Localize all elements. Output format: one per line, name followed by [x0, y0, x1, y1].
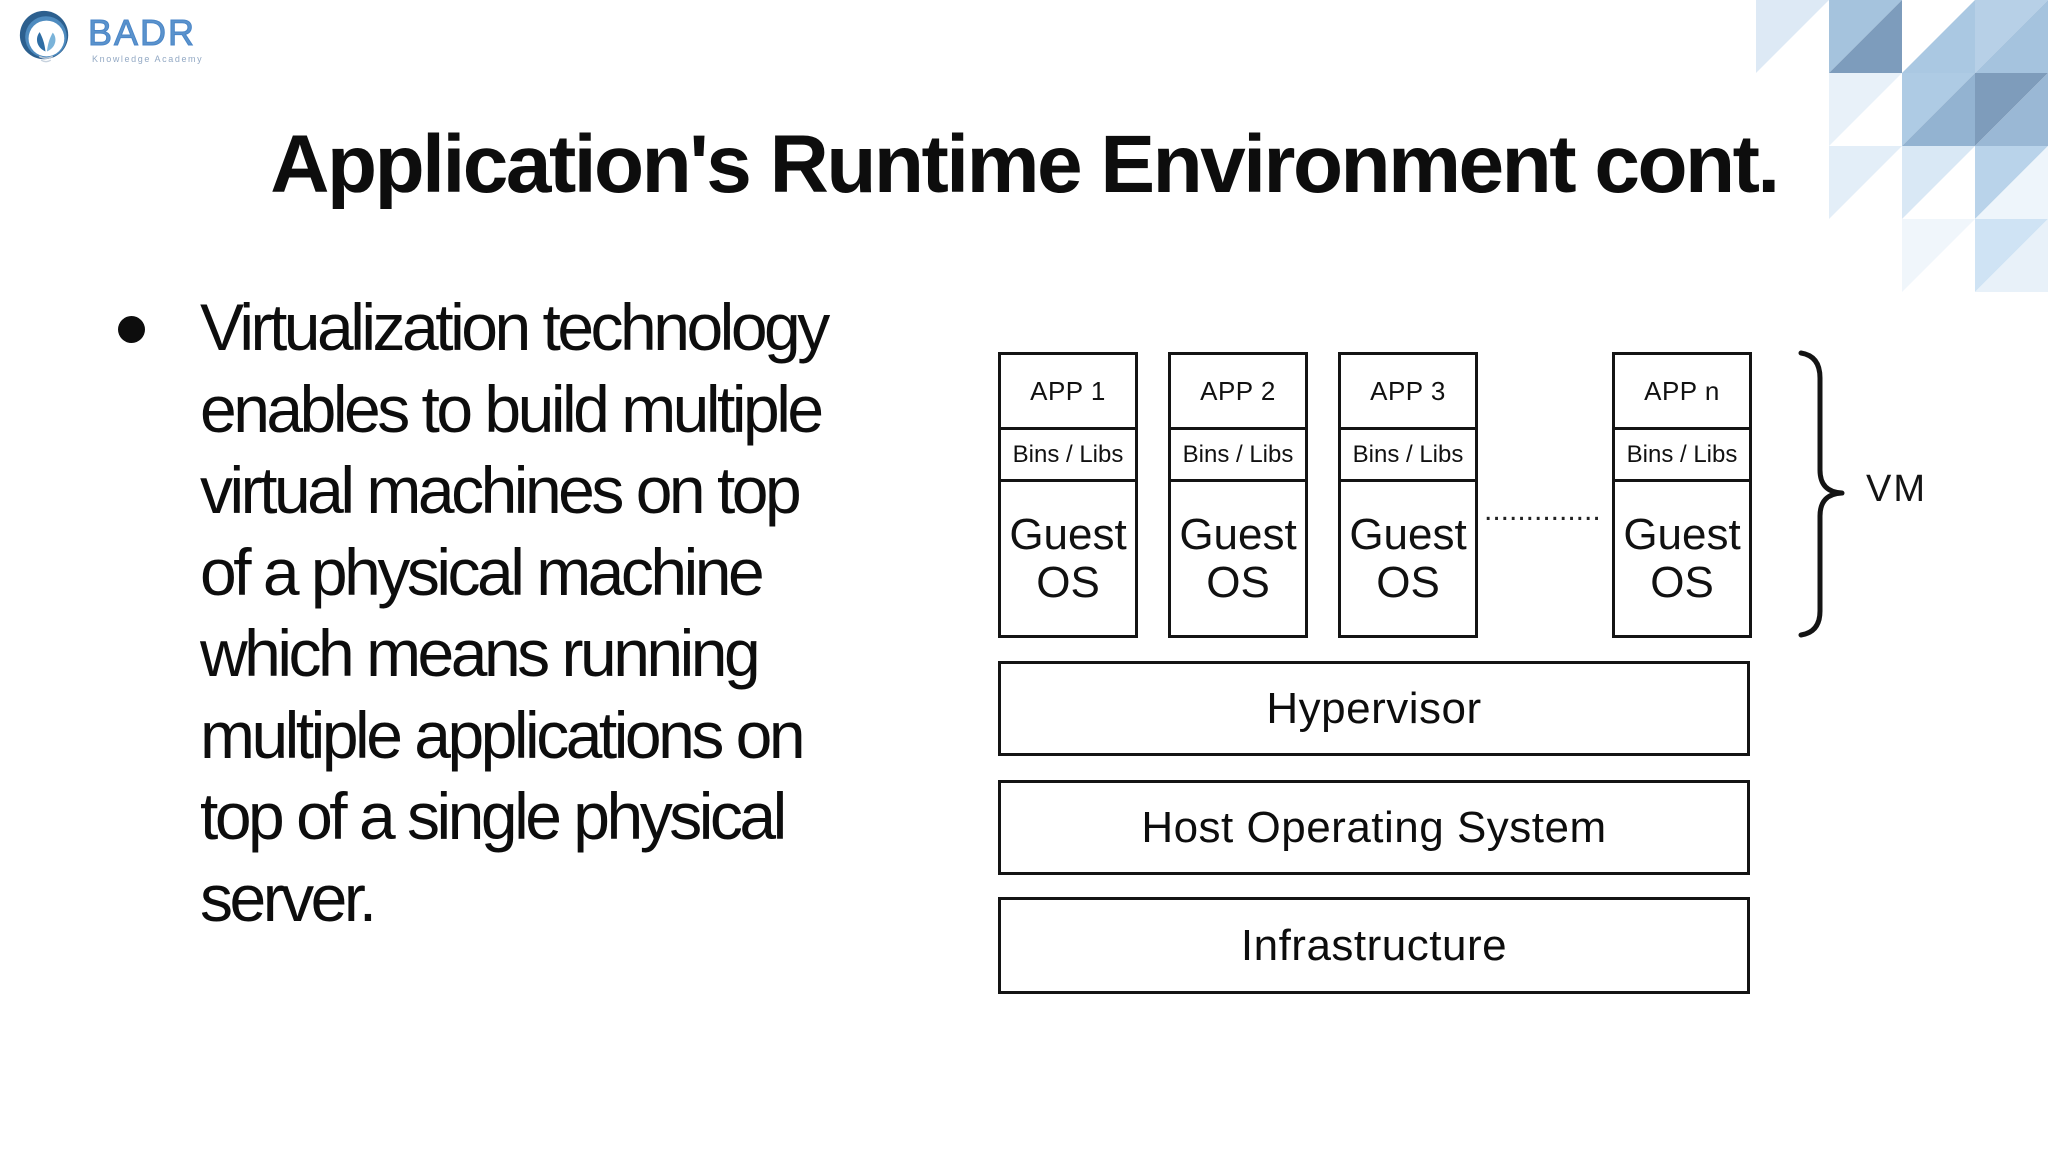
bullet-line: enables to build multiple [200, 371, 824, 446]
vm-brace-label: VM [1866, 468, 1927, 510]
vm2-guest-os-box: Guest OS [1179, 509, 1297, 607]
vm1-bins-box: Bins / Libs [1001, 430, 1135, 482]
bullet-line: which means running [200, 616, 761, 690]
host-os-box: Host Operating System [998, 780, 1750, 875]
vm1-guest-os-box: Guest OS [1009, 509, 1127, 607]
bullet-line: multiple applications on [200, 697, 806, 772]
logo-brand-text: BADR [87, 12, 197, 53]
vmn-bins-box: Bins / Libs [1615, 430, 1749, 482]
bullet-text: Virtualization technology enables to bui… [200, 287, 1010, 939]
vm-column-2: APP 2 Bins / Libs Guest OS [1168, 352, 1308, 638]
logo-tagline: Knowledge Academy [92, 54, 204, 64]
vm2-app-box: APP 2 [1171, 355, 1305, 430]
bullet-line: virtual machines on top [200, 453, 802, 527]
bullet-line: server. [200, 860, 377, 935]
vm-column-1: APP 1 Bins / Libs Guest OS [998, 352, 1138, 638]
bullet-marker [118, 316, 145, 343]
bullet-line: top of a single physical [200, 779, 787, 853]
infrastructure-box: Infrastructure [998, 897, 1750, 994]
triangle-mosaic-decoration [1756, 0, 2048, 292]
vm3-bins-box: Bins / Libs [1341, 430, 1475, 482]
vm3-guest-os-box: Guest OS [1349, 509, 1467, 607]
ellipsis-dots: .............. [1484, 496, 1600, 527]
bullet-line: Virtualization technology [200, 290, 830, 364]
vmn-app-box: APP n [1615, 355, 1749, 430]
bullet-line: of a physical machine [200, 534, 765, 609]
vm1-app-box: APP 1 [1001, 355, 1135, 430]
slide-title: Application's Runtime Environment cont. [270, 119, 1780, 210]
vm-column-n: APP n Bins / Libs Guest OS [1612, 352, 1752, 638]
vm-column-3: APP 3 Bins / Libs Guest OS [1338, 352, 1478, 638]
hypervisor-box: Hypervisor [998, 661, 1750, 756]
vm2-bins-box: Bins / Libs [1171, 430, 1305, 482]
vmn-guest-os-box: Guest OS [1623, 509, 1741, 607]
vm3-app-box: APP 3 [1341, 355, 1475, 430]
badr-logo-icon [19, 10, 69, 63]
badr-logo: BADR Knowledge Academy [14, 6, 254, 76]
